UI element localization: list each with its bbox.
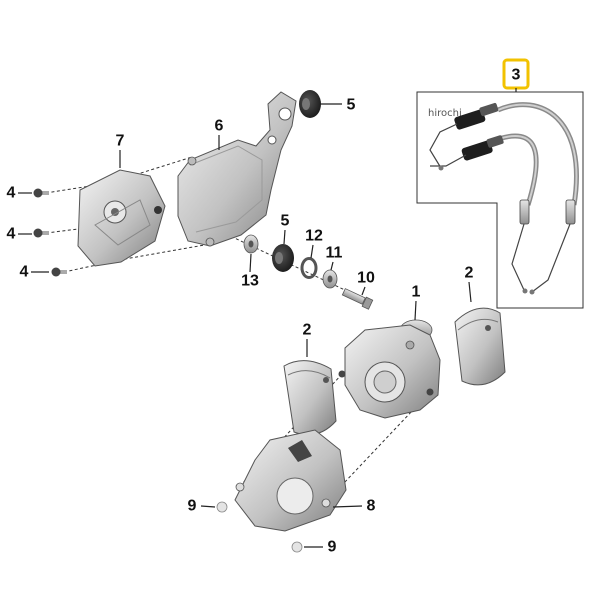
callout-12: 12 (305, 228, 323, 245)
part-2-clamp-right (454, 307, 506, 386)
part-10-bolt (341, 288, 374, 310)
leader-2-right (468, 281, 472, 303)
leader-13 (249, 253, 252, 273)
part-8-lower-cover (234, 429, 347, 532)
leader-1 (414, 300, 417, 321)
callout-2-right: 2 (465, 265, 474, 282)
callout-11: 11 (326, 245, 343, 262)
part-9-ball-left (216, 501, 228, 513)
callout-4-b: 4 (7, 226, 16, 243)
callout-7: 7 (116, 133, 125, 150)
part-4-screw-c (51, 267, 67, 277)
leader-10 (361, 286, 366, 296)
callout-4-c: 4 (20, 264, 29, 281)
inset-frame (416, 91, 584, 309)
part-2-clamp-left (283, 360, 337, 436)
part-6-housing (177, 91, 297, 247)
part-7-cover (77, 169, 166, 267)
callout-5-top: 5 (347, 97, 356, 114)
leader-12 (310, 244, 314, 259)
part-12-split-ring (300, 257, 318, 279)
part-4-screw-b (33, 228, 49, 238)
callout-5-mid: 5 (281, 213, 290, 230)
leader-5-mid (283, 229, 286, 245)
callout-13: 13 (241, 273, 259, 290)
leader-11 (330, 261, 334, 271)
part-5-grommet-top (299, 90, 321, 118)
leader-9-left (200, 505, 216, 508)
callout-1: 1 (412, 284, 421, 301)
part-4-screw-a (33, 188, 49, 198)
callout-6: 6 (215, 118, 224, 135)
watermark-text: hirochi (428, 108, 462, 119)
part-11-washer (322, 269, 338, 289)
part-13-washer (243, 234, 259, 254)
part-9-ball-bottom (291, 541, 303, 553)
callout-2-left: 2 (303, 322, 312, 339)
callout-9-bottom: 9 (328, 539, 337, 556)
leader-8 (332, 505, 363, 508)
callout-8: 8 (367, 498, 376, 515)
part-1-body (338, 319, 441, 419)
part-5-grommet-mid (272, 244, 294, 272)
callout-3: 3 (512, 67, 521, 84)
callout-9-left: 9 (188, 498, 197, 515)
callout-10: 10 (357, 270, 375, 287)
part-3-cables (429, 102, 579, 295)
callout-4-a: 4 (7, 185, 16, 202)
